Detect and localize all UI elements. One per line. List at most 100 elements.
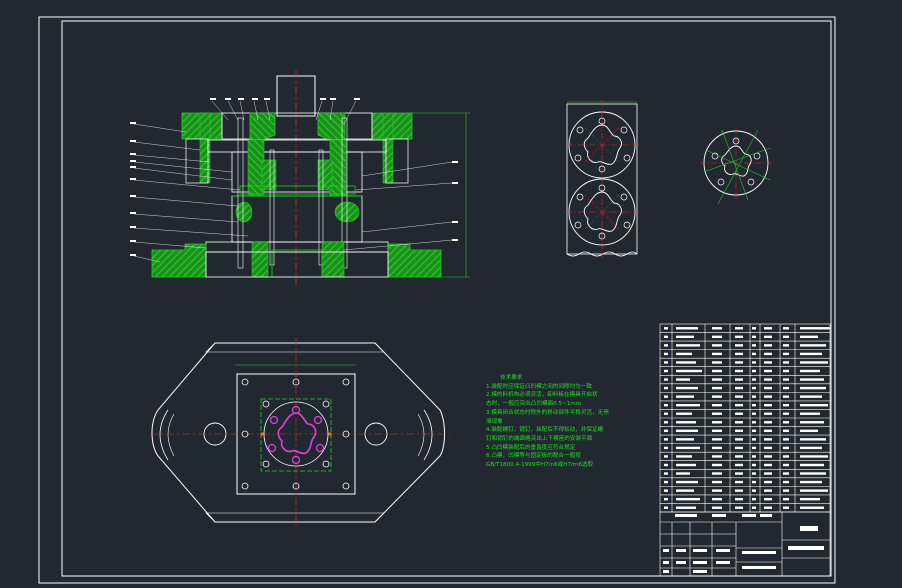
bom-cell-mark [800,378,824,381]
tech-requirement-line: 2.模的料机构必须灵活，卸料板在模具开启状 [486,392,598,399]
bom-cell-mark [735,395,743,398]
bom-cell-mark [676,506,696,509]
bom-cell-mark [783,455,789,458]
bom-cell-mark [764,463,772,467]
lower-die-seat-left [151,243,207,278]
part-profile [721,145,752,177]
bom-cell-mark [664,327,668,330]
bom-cell-mark [676,378,690,381]
bom-cell-mark [676,369,702,373]
bom-cell-mark [800,438,826,441]
tech-requirement-line: 1.装配时应保证凸凹模之间的间隙均匀一致 [486,383,593,390]
bom-cell-mark [783,361,789,364]
tech-requirements-title: 技术要求 [500,375,523,381]
bom-cell-mark [712,369,722,373]
bom-cell-mark [664,489,668,492]
bom-cell-mark [735,463,743,467]
bom-cell-mark [764,335,772,339]
bom-cell-mark [800,480,822,484]
bom-cell-mark [783,429,789,433]
bom-cell-mark [735,369,743,373]
bom-cell-mark [783,463,789,467]
bom-cell-mark [800,429,818,433]
bom-cell-mark [800,497,820,501]
bom-cell-mark [764,438,772,441]
bom-cell-mark [676,412,692,415]
lower-die-seat-outline [151,342,445,523]
bom-cell-mark [764,395,772,398]
upper-punch-holder [249,112,276,141]
bom-cell-mark [752,403,756,407]
bom-cell-mark [800,395,822,398]
bom-cell-mark [764,429,772,433]
bom-cell-mark [735,412,743,415]
bom-cell-mark [764,446,772,450]
bom-cell-mark [783,386,789,390]
bom-cell-mark [783,352,789,356]
bom-cell-mark [664,480,668,484]
bom-cell-mark [800,412,820,415]
bom-cell-mark [752,429,756,433]
bom-cell-mark [783,506,789,509]
bom-cell-mark [676,327,698,330]
bom-cell-mark [676,361,696,364]
bom-cell-mark [712,378,722,381]
blank-profile-1 [583,124,622,165]
bom-cell-mark [764,369,772,373]
bom-cell-mark [800,361,828,364]
tech-requirement-line: 滞现象 [486,418,503,425]
title-block-text-marks [663,514,824,573]
bom-cell-mark [676,497,700,501]
bom-cell-mark [752,455,756,458]
bom-cell-mark [800,327,830,330]
bom-cell-mark [783,489,789,492]
bom-cell-mark [735,361,743,364]
guide-post-left [199,112,211,184]
bom-cell-mark [752,421,756,424]
blank-profile-2 [583,191,622,232]
bom-cell-mark [800,421,824,424]
bom-text-marks [664,327,830,509]
bom-cell-mark [752,335,756,339]
bom-cell-mark [764,327,772,330]
balloon-numbers [130,98,458,256]
bom-cell-mark [735,421,743,424]
bom-cell-mark [764,378,772,381]
bom-cell-mark [752,378,756,381]
bom-cell-mark [712,344,722,347]
bom-cell-mark [752,480,756,484]
bom-cell-mark [712,472,722,475]
bom-cell-mark [735,506,743,509]
lower-die-block-left [251,241,269,278]
bom-cell-mark [712,455,722,458]
part-view [700,127,772,205]
bom-cell-mark [783,335,789,339]
tech-requirement-line: 钉和销钉的端面略突出上下模座的安装平面 [486,435,593,442]
bom-cell-mark [676,421,696,424]
bom-cell-mark [735,386,743,390]
bom-cell-mark [676,344,700,347]
bom-cell-mark [752,352,756,356]
bom-cell-mark [735,497,743,501]
bom-cell-mark [676,395,694,398]
technical-requirements: 技术要求 1.装配时应保证凸凹模之间的间隙均匀一致 2.模的料机构必须灵活，卸料… [486,374,636,470]
bom-cell-mark [783,395,789,398]
bom-cell-mark [783,403,789,407]
bom-cell-mark [800,506,824,509]
bom-cell-mark [752,446,756,450]
bom-cell-mark [783,472,789,475]
bom-cell-mark [676,386,698,390]
bom-cell-mark [752,438,756,441]
bom-cell-mark [735,446,743,450]
bom-cell-mark [676,480,698,484]
strip-layout-view [566,100,640,258]
bom-cell-mark [664,352,668,356]
bom-cell-mark [712,429,722,433]
bom-cell-mark [783,344,789,347]
bom-cell-mark [800,335,818,339]
bom-cell-mark [712,403,722,407]
bom-cell-mark [712,412,722,415]
bom-cell-mark [752,506,756,509]
lower-die-seat-right [387,243,442,278]
